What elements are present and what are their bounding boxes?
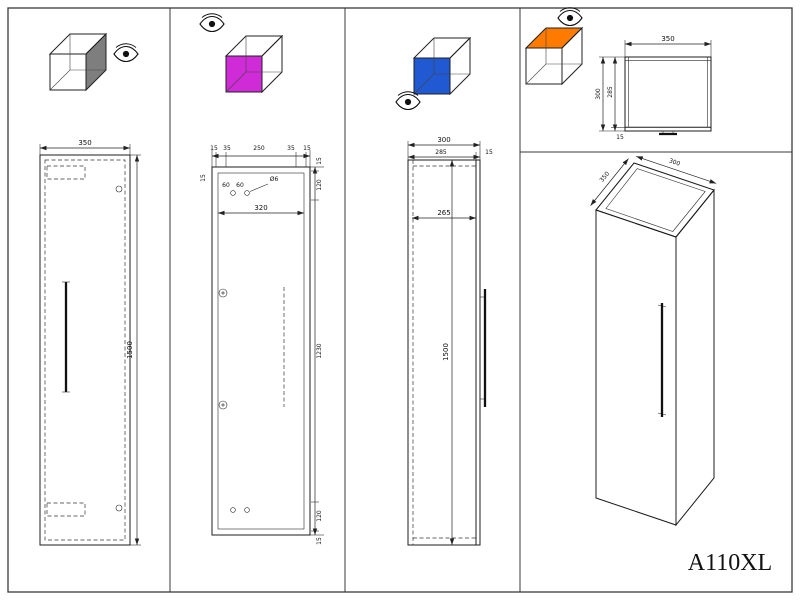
hole [244,190,250,196]
top-view-drawing [624,56,712,136]
eye-icon [113,43,139,63]
cube-shaded-face [86,34,106,90]
dim-label: 350 [78,139,91,147]
dim-label: 285 [607,86,614,98]
top-depth-dimension: 300 [595,56,625,132]
inner-frame [217,172,305,530]
dim-label: 15 [616,134,624,141]
side-view-drawing [407,159,487,546]
hole [230,190,236,196]
cabinet-outline [211,166,311,536]
dim-label: 320 [254,204,267,212]
mount-bracket-top [46,165,86,180]
dim-label: 15 [303,145,311,152]
hole-callout: Ø6 [249,176,279,192]
projection-cube-icon-top [525,27,583,85]
top-face [595,162,715,238]
hole-bottom-right [115,504,123,512]
back-view-drawing [211,166,311,536]
hole-offset-label: 60 [222,182,230,189]
hole [244,507,250,513]
panel-back-view: 15 35 250 35 15 15 Ø6 60 60 320 15 120 [199,13,324,545]
door-handle [62,281,70,393]
hole-top-right [115,185,123,193]
cabinet-outline [624,56,712,132]
dim-label: 265 [437,209,450,217]
hole-offset-label: 60 [236,182,244,189]
dim-label: 1500 [442,343,450,361]
front-width-dimension: 350 [39,139,131,155]
hinge-cup-top [218,288,228,298]
top-face-inner-rim [605,168,706,232]
cube-shaded-face [526,28,582,48]
dim-label: 300 [668,157,681,167]
door-handle-iso [657,303,667,417]
cabinet-outline [407,159,481,546]
dim-label: 285 [435,149,447,156]
dim-label: 15 [210,145,218,152]
dim-label: 350 [661,35,674,43]
dim-label: 35 [223,145,231,152]
panel-front-view: 350 1500 [39,33,141,546]
side-body-door-dimension: 285 15 [408,149,493,160]
cabinet-outline [39,154,131,546]
dim-label: 15 [316,157,323,165]
hole [230,507,236,513]
dim-label: 1230 [316,343,323,358]
dim-label: 250 [253,145,265,152]
eye-icon [395,91,421,111]
side-inner-dimension: 265 [412,209,476,221]
back-inner-width-dimension: 320 [218,204,304,216]
panel-dividers [169,8,792,592]
side-depth-dimension: 300 [407,136,481,160]
back-right-dimension-chain: 15 120 1230 120 15 [310,157,324,545]
eye-icon [199,13,225,33]
dim-label: 35 [287,145,295,152]
projection-cube-icon-back [225,35,283,93]
dim-label: 300 [437,136,450,144]
door-handle-top [659,131,677,136]
top-body-door-dimension: 285 15 [607,57,625,141]
inner-dashed-outline [44,159,126,541]
dim-label: 120 [316,510,323,522]
dim-label: 350 [599,170,612,183]
projection-cube-icon-front [49,33,107,91]
dim-label: 1500 [126,341,134,359]
model-number: A110XL [688,550,772,576]
dim-label: 15 [316,537,323,545]
panel-top-view: 350 300 285 15 [525,7,712,141]
projection-cube-icon-side [413,37,471,95]
dim-label: 120 [316,179,323,191]
dim-label-left-15: 15 [200,174,207,182]
front-face [595,209,677,526]
dim-label: 15 [485,149,493,156]
side-height-dimension: 1500 [442,160,455,545]
hinge-cup-bottom [218,400,228,410]
panel-side-view: 300 285 15 265 1500 [395,37,493,546]
dim-label: 300 [595,88,602,100]
sheet-border [7,7,793,593]
front-height-dimension: 1500 [126,154,141,546]
iso-depth-dimension: 300 [636,156,717,184]
eye-icon [557,7,583,27]
door-handle-side [480,289,487,407]
front-view-drawing [39,154,131,546]
hole-diameter-label: Ø6 [270,176,279,183]
back-top-dimension-chain: 15 35 250 35 15 [210,145,311,167]
mount-bracket-bottom [46,502,86,517]
top-width-dimension: 350 [624,35,712,57]
isometric-view: 350 300 [590,156,717,527]
iso-width-dimension: 350 [590,158,629,206]
right-face [675,188,715,527]
